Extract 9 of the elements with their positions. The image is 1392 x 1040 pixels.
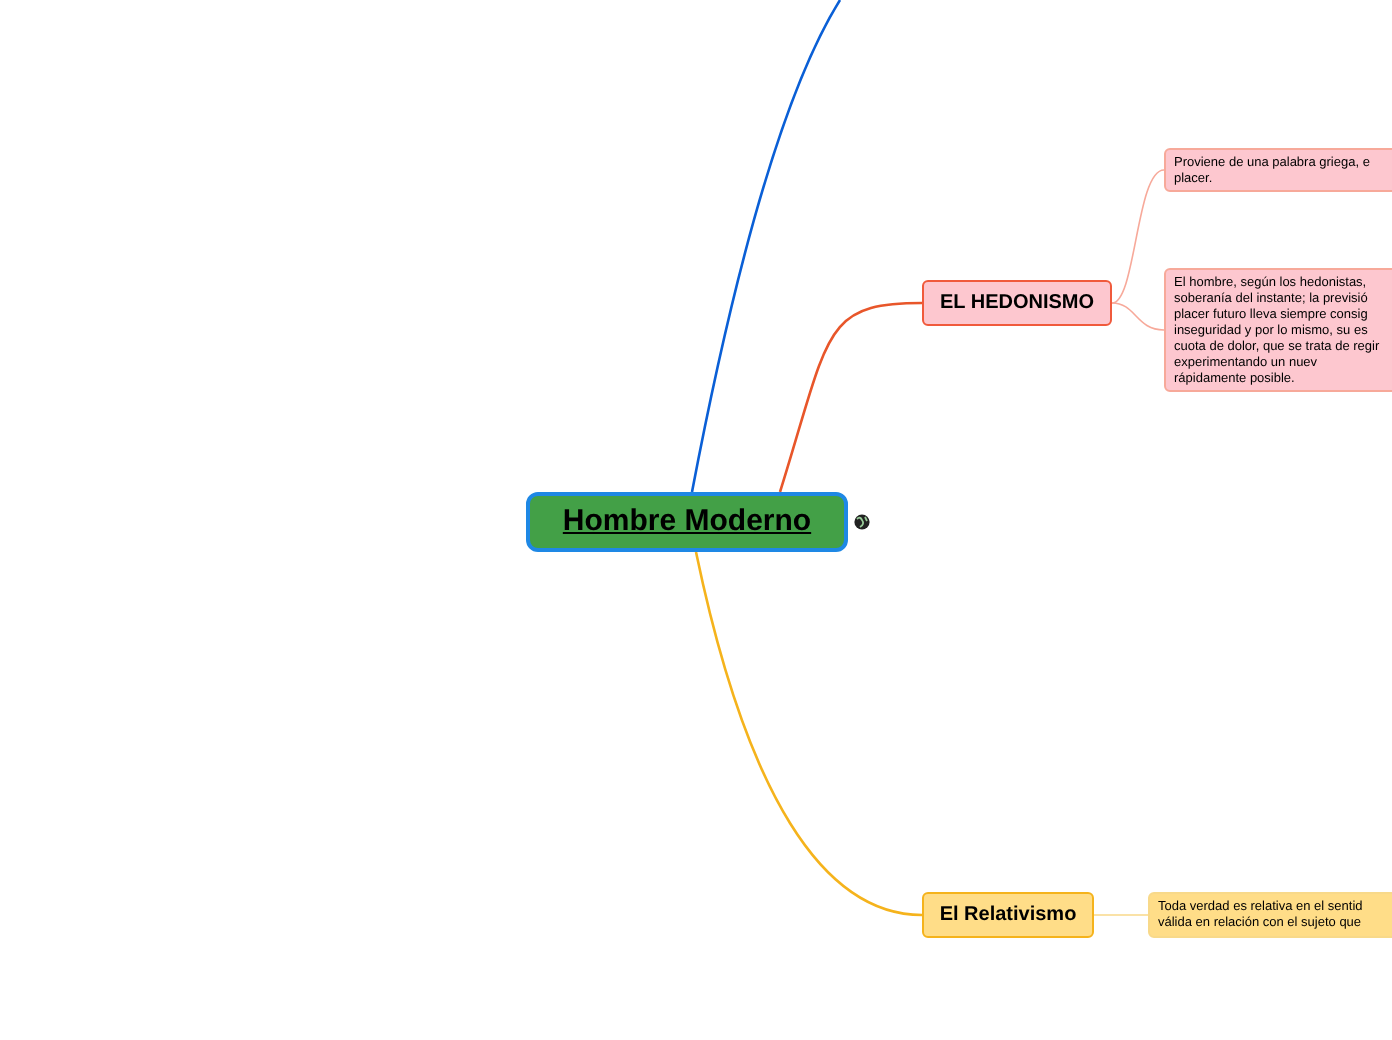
connector-line xyxy=(694,551,923,917)
connector-line xyxy=(1111,302,1165,331)
connector-line xyxy=(1111,169,1165,304)
connector-line xyxy=(778,301,923,493)
central-topic-box: Hombre Moderno xyxy=(526,492,848,552)
topic-box: El Relativismo xyxy=(922,892,1094,938)
connector-line xyxy=(690,0,842,493)
topic-box: EL HEDONISMO xyxy=(922,280,1112,326)
connector-line xyxy=(1093,914,1149,916)
